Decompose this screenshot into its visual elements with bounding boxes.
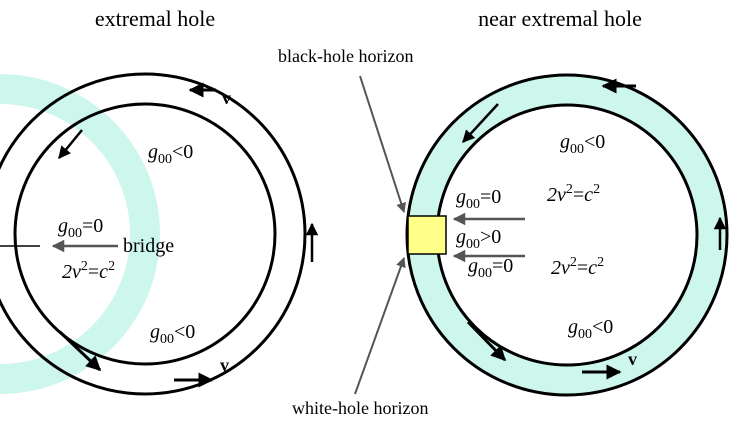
- svg-text:g00<0: g00<0: [560, 131, 605, 157]
- equals: =: [573, 184, 584, 206]
- svg-text:g00=0: g00=0: [456, 186, 501, 212]
- right-g00-eq0-bottom: g00=0: [468, 255, 513, 281]
- g-relation: <0: [592, 316, 613, 338]
- g-subscript: 00: [578, 327, 592, 342]
- g-symbol: g: [568, 316, 578, 338]
- left-g00-lt0-top: g00<0: [148, 141, 193, 167]
- right-upper-left-arrow: [462, 103, 499, 143]
- bridge-region: [407, 215, 447, 255]
- g-symbol: g: [456, 186, 466, 208]
- black-hole-horizon-label: black-hole horizon: [278, 46, 413, 66]
- c-superscript: 2: [593, 182, 600, 197]
- v-symbol: v: [72, 261, 81, 283]
- svg-text:g00<0: g00<0: [150, 321, 195, 347]
- g-relation: <0: [174, 321, 195, 343]
- g-symbol: g: [150, 321, 160, 343]
- g-symbol: g: [58, 215, 68, 237]
- svg-text:2v2=c2: 2v2=c2: [547, 182, 600, 206]
- right-2v2-c2-bottom: 2v2=c2: [551, 255, 604, 279]
- g-subscript: 00: [158, 152, 172, 167]
- equals: =: [577, 257, 588, 279]
- left-ring-fill: [0, 74, 160, 394]
- svg-text:2v2=c2: 2v2=c2: [551, 255, 604, 279]
- g-relation: <0: [584, 131, 605, 153]
- coef: 2: [62, 261, 72, 283]
- right-g00-eq0-top: g00=0: [456, 186, 501, 212]
- g-relation: <0: [172, 141, 193, 163]
- white-hole-horizon-label: white-hole horizon: [292, 398, 428, 418]
- right-ring: [405, 73, 729, 397]
- svg-text:g00<0: g00<0: [568, 316, 613, 342]
- g-subscript: 00: [466, 197, 480, 212]
- g-relation: =0: [82, 215, 103, 237]
- left-inner-circle: [13, 102, 277, 366]
- c-symbol: c: [588, 257, 597, 279]
- svg-text:2v2=c2: 2v2=c2: [62, 259, 115, 283]
- svg-text:g00>0: g00>0: [456, 226, 501, 252]
- c-superscript: 2: [597, 255, 604, 270]
- g-subscript: 00: [160, 332, 174, 347]
- left-top-velocity: v: [222, 88, 231, 108]
- svg-text:g00=0: g00=0: [468, 255, 513, 281]
- v-symbol: v: [561, 257, 570, 279]
- g-symbol: g: [468, 255, 478, 277]
- g-subscript: 00: [570, 142, 584, 157]
- g-subscript: 00: [68, 226, 82, 241]
- left-outer-circle: [0, 72, 307, 396]
- left-title: extremal hole: [95, 6, 215, 31]
- g-relation: >0: [480, 226, 501, 248]
- right-lower-left-arrow: [466, 320, 507, 362]
- svg-text:g00<0: g00<0: [148, 141, 193, 167]
- white-hole-horizon-pointer: [354, 257, 406, 395]
- v-superscript: 2: [566, 182, 573, 197]
- left-g00-lt0-bottom: g00<0: [150, 321, 195, 347]
- c-symbol: c: [584, 184, 593, 206]
- right-2v2-c2-top: 2v2=c2: [547, 182, 600, 206]
- black-hole-horizon-pointer: [359, 75, 406, 213]
- c-symbol: c: [99, 261, 108, 283]
- g-symbol: g: [456, 226, 466, 248]
- left-bottom-velocity: v: [220, 355, 229, 375]
- c-superscript: 2: [108, 259, 115, 274]
- coef: 2: [547, 184, 557, 206]
- g-relation: =0: [492, 255, 513, 277]
- g-subscript: 00: [466, 237, 480, 252]
- left-ring: [0, 72, 307, 396]
- g-subscript: 00: [478, 266, 492, 281]
- equals: =: [88, 261, 99, 283]
- g-symbol: g: [148, 141, 158, 163]
- right-title: near extremal hole: [478, 6, 642, 31]
- g-relation: =0: [480, 186, 501, 208]
- g-symbol: g: [560, 131, 570, 153]
- right-g00-lt0-bottom: g00<0: [568, 316, 613, 342]
- left-lower-left-arrow: [58, 330, 102, 372]
- right-g00-gt0: g00>0: [456, 226, 501, 252]
- right-g00-lt0-top: g00<0: [560, 131, 605, 157]
- v-superscript: 2: [81, 259, 88, 274]
- left-upper-left-arrow: [58, 129, 83, 159]
- coef: 2: [551, 257, 561, 279]
- left-g00-eq0: g00=0: [58, 215, 103, 241]
- svg-text:g00=0: g00=0: [58, 215, 103, 241]
- bridge-label: bridge: [123, 235, 174, 257]
- v-symbol: v: [557, 184, 566, 206]
- v-superscript: 2: [570, 255, 577, 270]
- right-bottom-velocity: v: [628, 349, 637, 369]
- left-2v2-c2: 2v2=c2: [62, 259, 115, 283]
